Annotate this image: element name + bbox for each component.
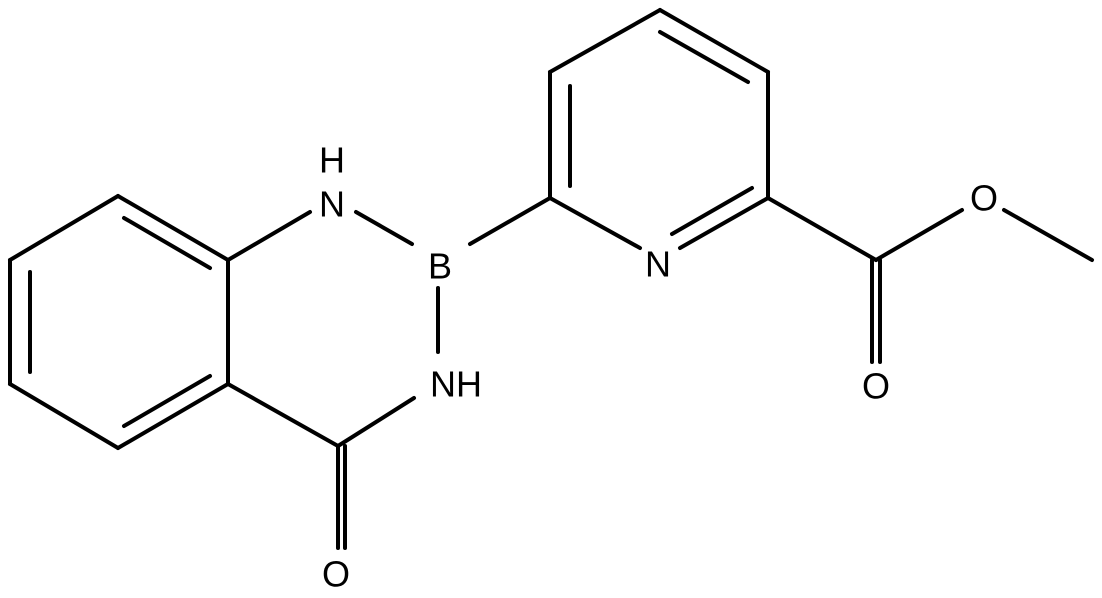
bond-o-methyl [1002, 208, 1094, 262]
atom-h-top: H [319, 140, 345, 181]
atom-ester-oxygen: O [970, 178, 998, 219]
bond-benzene-1 [116, 194, 230, 262]
bond-pyr-5 [678, 196, 770, 250]
bond-c-ester [766, 196, 878, 262]
bond-ester-o [874, 208, 964, 262]
bond-nh-b [354, 210, 414, 246]
atom-n-top: N [319, 184, 345, 225]
benzene-ring [8, 194, 230, 450]
bond-pyr-3 [658, 8, 770, 74]
bond-benzene-4 [8, 382, 120, 450]
atom-carbonyl-oxygen: O [322, 554, 350, 595]
bond-pyr-double-2 [658, 30, 750, 84]
bond-c-nh-top [226, 210, 312, 262]
atom-boron: B [428, 246, 452, 287]
bond-pyr-6 [548, 196, 642, 250]
atom-ester-carbonyl-oxygen: O [862, 366, 890, 407]
bond-co-c [226, 382, 340, 448]
bond-benzene-double-1 [122, 216, 212, 270]
pyridine-ring [548, 8, 770, 250]
bond-nh-co [336, 396, 416, 448]
bond-benzene-double-2 [122, 374, 212, 428]
methyl-ester [766, 196, 1094, 364]
diazaborine-ring [226, 210, 440, 550]
bond-pyr-double-3 [670, 186, 754, 236]
atom-nh-right: NH [430, 364, 482, 405]
bond-benzene-6 [8, 194, 120, 262]
bond-pyr-2 [548, 8, 662, 74]
bond-b-pyridine [468, 196, 552, 246]
atom-pyridine-nitrogen: N [645, 244, 671, 285]
bond-benzene-3 [116, 382, 230, 450]
